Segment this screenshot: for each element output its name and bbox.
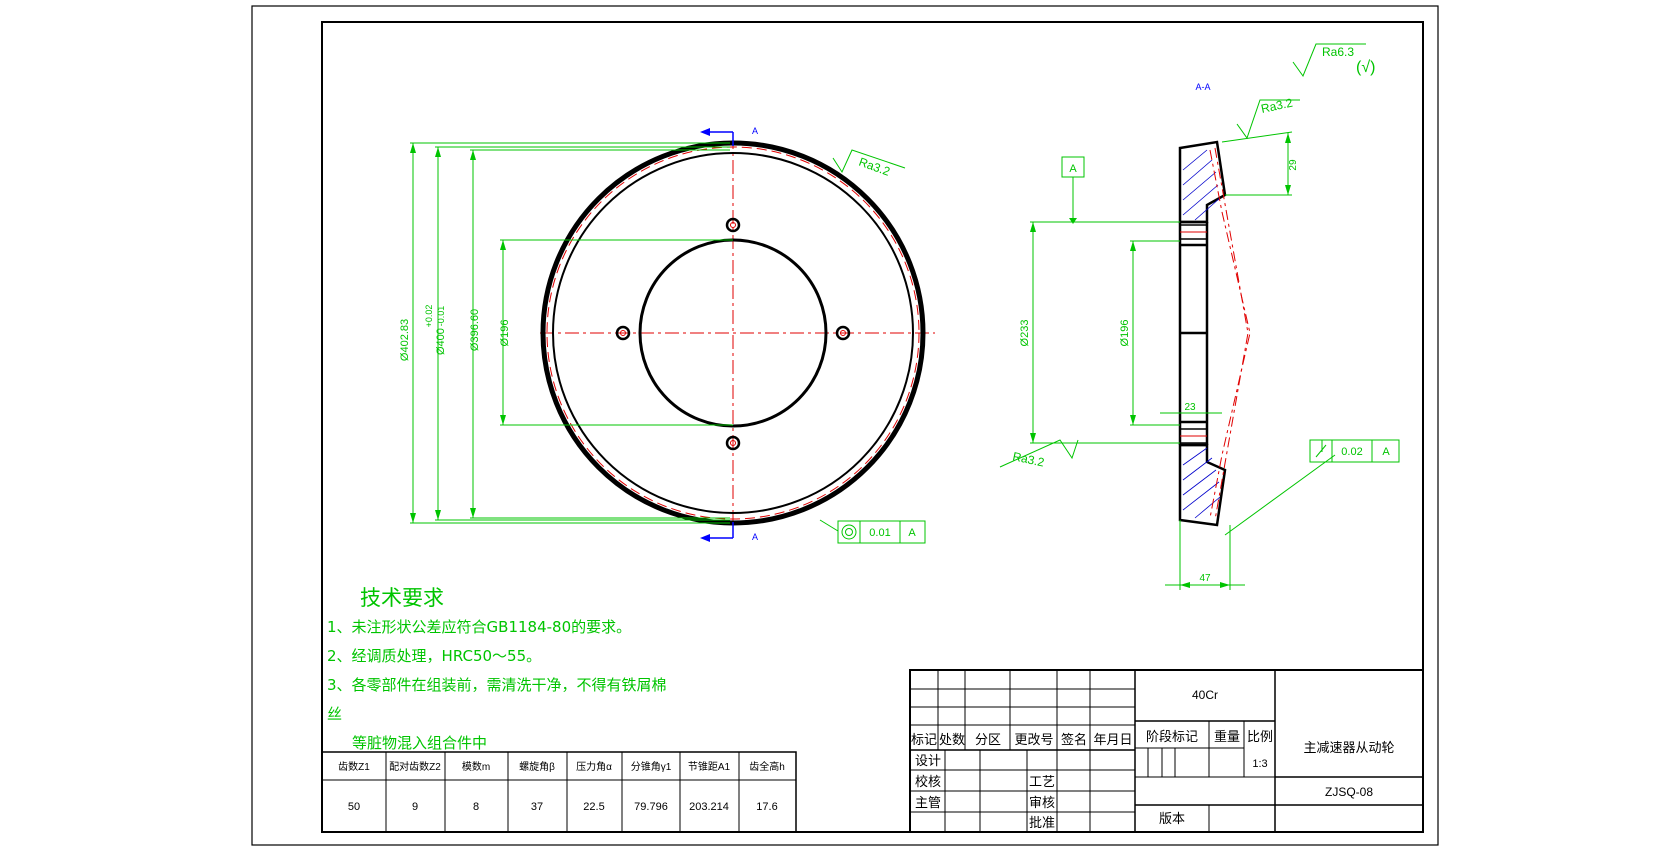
gear-value-5: 79.796 <box>634 801 668 813</box>
dim-height-29: 29 <box>1288 159 1299 171</box>
outer-border <box>251 5 1439 846</box>
gear-header-2: 模数m <box>462 760 490 773</box>
dim-d396: Ø396.60 <box>469 309 481 351</box>
concentricity-frame: 0.01 A <box>819 519 926 544</box>
scale-label: 比例 <box>1247 729 1273 744</box>
gear-header-4: 压力角α <box>576 760 612 773</box>
rev-header-1: 处数 <box>939 732 965 747</box>
bolt-hole-right <box>835 325 851 341</box>
dim-d233: Ø233 <box>1019 320 1031 347</box>
dim-d196-section: Ø196 <box>1119 320 1131 347</box>
tech-requirement-2: 2、经调质处理，HRC50～55。 <box>327 647 542 665</box>
gear-header-1: 配对齿数Z2 <box>389 760 441 773</box>
bolt-hole-left <box>615 325 631 341</box>
section-hatching <box>1182 149 1221 519</box>
front-dimensions <box>410 142 733 524</box>
stage-label: 阶段标记 <box>1146 729 1198 744</box>
dim-d400: Ø400 <box>435 328 447 355</box>
drawing-number: ZJSQ-08 <box>1325 785 1373 799</box>
dim-width-47: 47 <box>1199 573 1211 584</box>
gear-header-6: 节锥距A1 <box>688 761 731 773</box>
runout-value: 0.02 <box>1341 446 1362 458</box>
concentricity-datum: A <box>908 527 916 539</box>
gear-value-2: 8 <box>473 801 479 813</box>
gear-value-1: 9 <box>412 801 418 813</box>
role-design: 设计 <box>915 753 941 768</box>
section-view: A-A Ra6.3 (√) Ra3.2 A <box>999 43 1400 590</box>
title-block <box>909 669 1424 833</box>
tech-requirements-title: 技术要求 <box>360 586 444 610</box>
roughness-rim-label: Ra3.2 <box>857 155 892 179</box>
role-review: 审核 <box>1029 795 1055 810</box>
runout-frame: 0.02 A <box>1224 439 1400 536</box>
version-label: 版本 <box>1159 811 1185 826</box>
role-approve: 批准 <box>1029 815 1055 830</box>
concentricity-value: 0.01 <box>869 527 890 539</box>
tech-requirement-3-end: 等脏物混入组合件中 <box>352 734 488 752</box>
section-arrow-top: A <box>700 126 758 146</box>
section-arrow-bottom: A <box>700 522 758 542</box>
gear-value-4: 22.5 <box>583 801 604 813</box>
dim-d400-tol-lower: -0.01 <box>436 306 446 327</box>
section-title: A-A <box>1195 82 1210 92</box>
roughness-overall-label: Ra6.3 <box>1322 45 1354 59</box>
dim-step-23: 23 <box>1184 402 1196 413</box>
front-view: A A Ø402.83 <box>399 126 935 544</box>
roughness-section-top-label: Ra3.2 <box>1260 96 1295 116</box>
section-letter-top: A <box>752 126 758 136</box>
roughness-section-bottom-label: Ra3.2 <box>1011 449 1046 469</box>
gear-value-6: 203.214 <box>689 801 729 813</box>
dim-d400-tol-upper: +0.02 <box>424 305 434 328</box>
pitch-cone-lines <box>1209 147 1251 521</box>
rev-header-4: 签名 <box>1061 732 1087 747</box>
dim-d196-front: Ø196 <box>499 320 511 347</box>
role-check: 校核 <box>915 774 941 789</box>
rev-header-5: 年月日 <box>1093 732 1132 747</box>
tooth-root-circle <box>552 152 914 514</box>
section-dimensions <box>1030 131 1293 590</box>
runout-datum: A <box>1382 446 1390 458</box>
gear-value-0: 50 <box>348 801 360 813</box>
gear-header-5: 分锥角γ1 <box>631 761 672 773</box>
gear-parameter-table: 齿数Z1 配对齿数Z2 模数m 螺旋角β 压力角α 分锥角γ1 节锥距A1 齿全… <box>321 751 797 833</box>
rev-header-3: 更改号 <box>1014 732 1053 747</box>
dim-d402: Ø402.83 <box>399 319 411 361</box>
tech-requirement-3-cont: 丝 <box>327 705 343 723</box>
weight-label: 重量 <box>1214 729 1240 744</box>
datum-a-letter: A <box>1069 163 1077 175</box>
rev-header-2: 分区 <box>975 732 1001 747</box>
title-block-text: 40Cr 主减速器从动轮 ZJSQ-08 1:3 阶段标记 重量 比例 版本 标… <box>911 688 1395 830</box>
gear-value-7: 17.6 <box>756 801 777 813</box>
role-process: 工艺 <box>1029 774 1055 789</box>
roughness-overall-suffix: (√) <box>1356 59 1375 76</box>
tech-requirement-3: 3、各零部件在组装前，需清洗干净，不得有铁屑棉 <box>327 676 667 694</box>
section-bolt-holes <box>1179 224 1208 444</box>
gear-header-3: 螺旋角β <box>519 760 555 773</box>
section-letter-bottom: A <box>752 532 758 542</box>
roughness-overall: Ra6.3 (√) <box>1292 43 1375 78</box>
scale-value: 1:3 <box>1252 758 1267 770</box>
bolt-hole-top <box>725 217 741 233</box>
roughness-section-top: Ra3.2 <box>1236 96 1300 140</box>
outer-circle-red <box>546 146 920 520</box>
part-name: 主减速器从动轮 <box>1303 740 1394 755</box>
gear-header-0: 齿数Z1 <box>338 760 370 773</box>
rev-header-0: 标记 <box>911 732 937 747</box>
bolt-hole-bottom <box>725 435 741 451</box>
inner-border <box>321 21 1424 833</box>
tech-requirement-1: 1、未注形状公差应符合GB1184-80的要求。 <box>327 618 632 636</box>
gear-value-3: 37 <box>531 801 543 813</box>
material: 40Cr <box>1192 688 1218 702</box>
gear-header-7: 齿全高h <box>749 760 785 773</box>
roughness-section-bottom: Ra3.2 <box>999 439 1079 470</box>
datum-a: A <box>1061 156 1085 224</box>
bolt-holes <box>615 217 851 451</box>
roughness-rim: Ra3.2 <box>832 149 906 179</box>
role-supervisor: 主管 <box>915 795 941 810</box>
